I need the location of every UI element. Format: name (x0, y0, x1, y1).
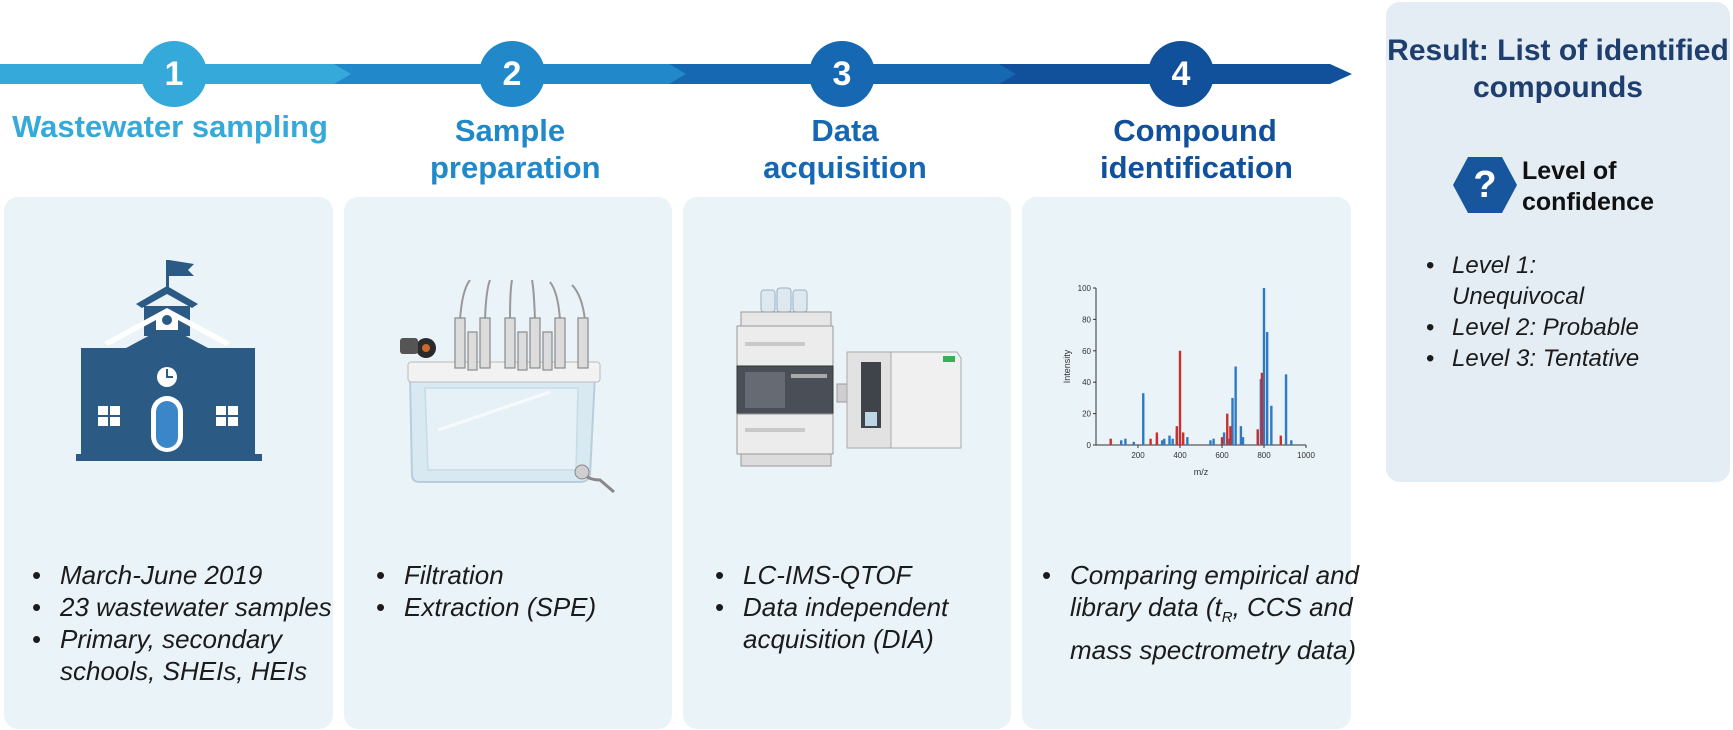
step-3-bullets: LC-IMS-QTOF Data independent acquisition… (713, 559, 1033, 655)
subscript-r: R (1221, 609, 1233, 627)
x-tick-label: 200 (1131, 451, 1145, 460)
y-tick-label: 0 (1087, 441, 1092, 450)
step-2-title: Sample preparation (430, 113, 601, 185)
spectrum-bar (1270, 405, 1273, 445)
spectrum-bar (1284, 374, 1288, 445)
y-tick-label: 80 (1082, 315, 1091, 324)
result-title: Result: List of identified compounds (1387, 34, 1729, 104)
bullet-item: Extraction (SPE) (376, 591, 694, 623)
y-tick-label: 40 (1082, 378, 1091, 387)
lc-ms-instrument-icon (736, 287, 962, 467)
x-axis-label: m/z (1194, 467, 1209, 477)
bullet-item: Primary, secondary schools, SHEIs, HEIs (32, 623, 360, 687)
spectrum-bar (1209, 440, 1212, 445)
bullet-item: Filtration (376, 559, 694, 591)
x-tick-label: 800 (1257, 451, 1271, 460)
spectrum-bar (1160, 440, 1164, 445)
result-card (1386, 2, 1730, 482)
mass-spectrum-chart-icon: 0 20 40 60 80 100 200 400 600 800 1000 m/z Intensity (1062, 284, 1315, 477)
level-item: Level 2: Probable (1426, 312, 1652, 343)
spectrum-bar (1290, 440, 1293, 445)
x-tick-label: 400 (1173, 451, 1187, 460)
step-1-number: 1 (141, 41, 207, 107)
spectrum-bar (1241, 437, 1245, 445)
bullet-item: Comparing empirical and library data (tR… (1042, 559, 1380, 666)
spectrum-bar (1168, 435, 1171, 445)
question-hexagon-icon: ? (1453, 157, 1517, 213)
level-item: Level 3: Tentative (1426, 343, 1652, 374)
step-2-bullets: Filtration Extraction (SPE) (374, 559, 694, 623)
bullet-item: Data independent acquisition (DIA) (715, 591, 1033, 655)
bullet-item: LC-IMS-QTOF (715, 559, 1033, 591)
question-mark: ? (1473, 164, 1496, 206)
x-tick-label: 600 (1215, 451, 1229, 460)
y-tick-label: 20 (1082, 410, 1091, 419)
y-axis-label: Intensity (1062, 349, 1072, 383)
step-4-number: 4 (1148, 41, 1214, 107)
spectrum-bar (1124, 438, 1127, 445)
spectrum-bar (1163, 438, 1166, 445)
spectrum-bar (1149, 438, 1152, 445)
spectrum-bar (1231, 397, 1234, 445)
spectrum-bar (1181, 432, 1185, 445)
school-building-icon (76, 260, 262, 461)
confidence-levels: Level 1: Unequivocal Level 2: Probable L… (1426, 250, 1652, 374)
spectrum-bar (1109, 438, 1112, 445)
spectrum-bar (1175, 426, 1179, 445)
spe-manifold-icon (400, 280, 615, 494)
spectrum-bar (1239, 426, 1243, 445)
step-1-title: Wastewater sampling (12, 109, 328, 144)
spectrum-bar (1262, 288, 1266, 445)
spectrum-bar (1120, 440, 1123, 445)
x-tick-label: 1000 (1297, 451, 1315, 460)
spectrum-bar (1229, 426, 1232, 445)
bullet-text: Comparing empirical and library data (t (1070, 560, 1360, 622)
spectrum-bar (1132, 441, 1135, 445)
bullet-item: March-June 2019 (32, 559, 360, 591)
spectrum-bar (1155, 432, 1159, 445)
step-4-bullets: Comparing empirical and library data (tR… (1040, 559, 1380, 666)
spectrum-bar (1142, 393, 1145, 445)
spectrum-bar (1226, 413, 1229, 445)
y-tick-label: 100 (1078, 284, 1092, 293)
spectrum-bar (1186, 437, 1189, 445)
spectrum-bar (1171, 438, 1174, 445)
spectrum-bar (1220, 437, 1224, 445)
spectrum-bar (1279, 435, 1282, 445)
spectrum-bar (1234, 366, 1237, 445)
step-2-number: 2 (479, 41, 545, 107)
step-4-title: Compound identification (1100, 113, 1293, 185)
step-3-number: 3 (809, 41, 875, 107)
spectrum-bar (1178, 350, 1182, 445)
step-3-title: Data acquisition (763, 113, 927, 185)
y-tick-label: 60 (1082, 347, 1091, 356)
level-item: Level 1: Unequivocal (1426, 250, 1652, 312)
spectrum-bar (1265, 331, 1269, 445)
spectrum-bar (1212, 438, 1215, 445)
spectrum-bar (1222, 432, 1226, 445)
bullet-item: 23 wastewater samples (32, 591, 360, 623)
spectrum-bar (1256, 429, 1259, 445)
spectrum-bar (1260, 372, 1264, 445)
bullet-text: , CCS and mass spectrometry data) (1070, 592, 1357, 666)
step-1-bullets: March-June 2019 23 wastewater samples Pr… (30, 559, 360, 687)
confidence-label: Level of confidence (1522, 157, 1654, 216)
